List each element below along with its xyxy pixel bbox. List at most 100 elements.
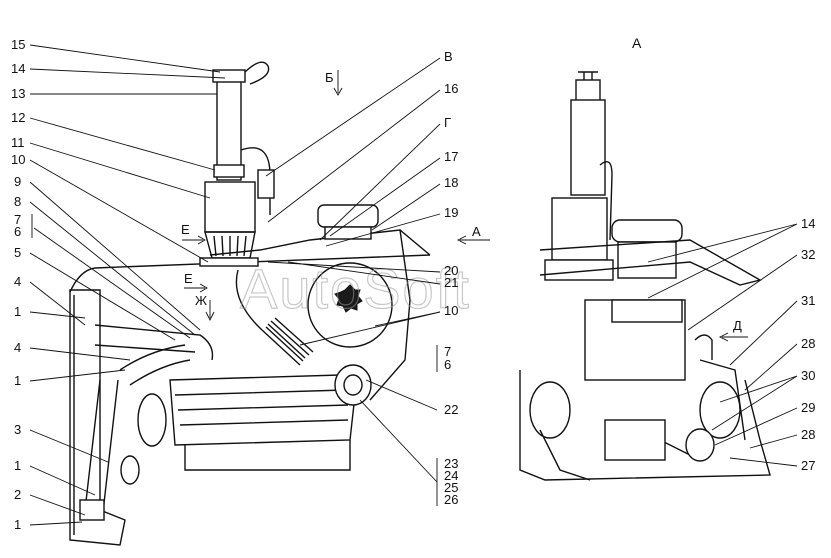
callout-1c: 1 (14, 458, 21, 473)
middle-leaders (265, 57, 441, 506)
leader-19 (325, 213, 441, 247)
view-a (519, 71, 771, 481)
callout-8: 8 (14, 194, 21, 209)
turbo-inlet (343, 374, 363, 396)
callout-24: 24 (444, 468, 458, 483)
callout-18: 18 (444, 175, 458, 190)
callout-6b: 6 (444, 357, 451, 372)
leader-1a (29, 311, 86, 319)
callout-21: 21 (444, 275, 458, 290)
elbow-clamp (257, 169, 275, 199)
va-frame (519, 370, 771, 481)
cleaner-ribs (213, 235, 247, 257)
va-top-clamp (575, 79, 601, 103)
marker-d: Д (733, 318, 742, 333)
leader-21 (287, 261, 441, 285)
callout-20: 20 (444, 263, 458, 278)
leader-17 (329, 157, 441, 237)
coolant-pipe-long (84, 379, 119, 513)
va-leader-30 (711, 375, 798, 431)
middle-callouts: В 16 Г 17 18 19 20 21 10 7 6 22 23 24 25… (444, 49, 458, 507)
va-callout-28b: 28 (801, 427, 815, 442)
arrow-b (333, 70, 343, 96)
intake-pipe (216, 79, 242, 181)
arrow-e1 (182, 235, 206, 245)
charge-pipe-mid (119, 344, 191, 386)
callout-23: 23 (444, 456, 458, 471)
va-left-hose (529, 381, 571, 439)
callout-11: 11 (11, 135, 25, 150)
view-a-title: А (632, 35, 642, 51)
callout-7b: 7 (444, 344, 451, 359)
corrugated-hose (261, 317, 314, 366)
cowl-outline (209, 229, 431, 256)
va-pump (604, 419, 666, 461)
filter-canister (137, 393, 167, 447)
engine-ribs (174, 389, 349, 426)
callout-7: 7 (14, 212, 21, 227)
va-leader-27 (729, 457, 798, 467)
va-cover-top (611, 299, 683, 323)
sensor (120, 455, 140, 485)
view-markers: Б Е Е Ж А Д (181, 70, 748, 342)
va-leader-14 (647, 223, 798, 299)
va-callout-32: 32 (801, 247, 815, 262)
callout-3: 3 (14, 422, 21, 437)
va-callout-28a: 28 (801, 336, 815, 351)
leader-1b (29, 369, 126, 382)
callout-6: 6 (14, 224, 21, 239)
va-right-hose (699, 381, 741, 439)
marker-zh: Ж (195, 293, 207, 308)
callout-22: 22 (444, 402, 458, 417)
engine-block (169, 374, 356, 446)
pipe-clamp-top (212, 69, 246, 83)
callout-g: Г (444, 115, 451, 130)
marker-e2: Е (184, 271, 193, 286)
marker-e1: Е (181, 222, 190, 237)
va-leader-28b (749, 434, 798, 449)
leader-1d (29, 521, 83, 526)
va-leader-29 (714, 407, 798, 446)
va-callout-14: 14 (801, 216, 815, 231)
arrow-zh (205, 300, 215, 322)
callout-4a: 4 (14, 274, 21, 289)
leader-8 (29, 201, 196, 336)
pipe-clamp (213, 164, 245, 178)
va-intake-pipe (570, 99, 606, 196)
leader-23-26 (359, 399, 438, 483)
callout-2: 2 (14, 487, 21, 502)
left-callouts: 15 14 13 12 11 10 9 8 7 6 5 4 1 4 1 3 1 … (11, 37, 25, 532)
callout-12: 12 (11, 110, 25, 125)
charge-pipe-upper (94, 324, 214, 361)
callout-14: 14 (11, 61, 25, 76)
intake-duct (235, 269, 263, 331)
leader-12 (29, 117, 216, 171)
va-hood-flange (539, 239, 762, 286)
leader-2 (29, 494, 86, 516)
marker-a: А (472, 224, 481, 239)
callout-9: 9 (14, 174, 21, 189)
callout-25: 25 (444, 480, 458, 495)
leader-22 (365, 379, 438, 411)
lower-hose-clamp (79, 499, 105, 521)
wing-nut (334, 284, 363, 313)
callout-4b: 4 (14, 340, 21, 355)
engine-sump (184, 440, 351, 471)
callout-19: 19 (444, 205, 458, 220)
va-callout-29: 29 (801, 400, 815, 415)
callout-13: 13 (11, 86, 25, 101)
leader-4b (29, 347, 131, 361)
callout-17: 17 (444, 149, 458, 164)
va-callout-31: 31 (801, 293, 815, 308)
view-a-callouts: 14 32 31 28 30 29 28 27 (801, 216, 815, 473)
leader-9 (29, 181, 201, 331)
hood-line (69, 254, 431, 293)
callout-10b: 10 (444, 303, 458, 318)
va-pre-cleaner (611, 219, 683, 243)
view-a-leaders (647, 223, 798, 467)
arrow-e2 (184, 283, 208, 293)
va-leader-31 (729, 300, 798, 366)
callout-5: 5 (14, 245, 21, 260)
arrow-a (456, 235, 490, 245)
